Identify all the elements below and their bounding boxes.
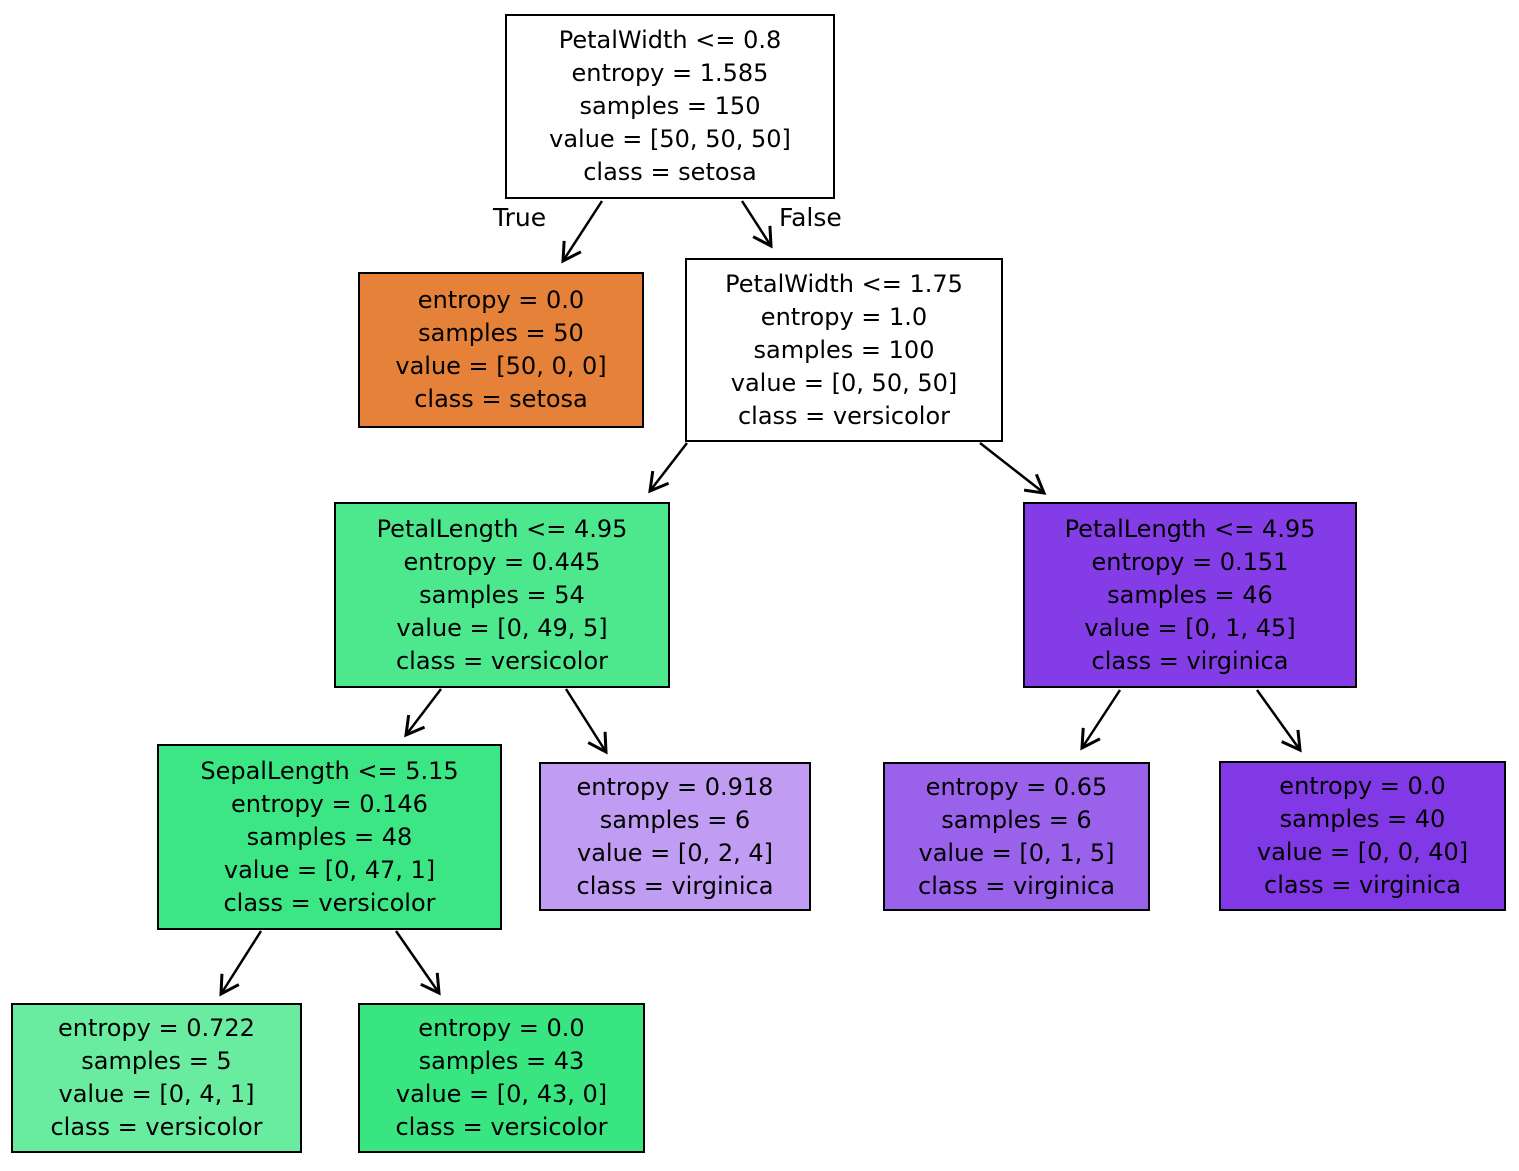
node-value: value = [0, 49, 5] xyxy=(396,613,608,642)
node-samples: samples = 48 xyxy=(246,822,413,851)
edge-versicolor-split-to-virginica-leaf-mixed xyxy=(564,688,608,755)
node-value: value = [0, 1, 5] xyxy=(918,838,1115,867)
node-samples: samples = 6 xyxy=(599,805,751,834)
node-value: value = [0, 0, 40] xyxy=(1256,838,1469,866)
edge-virginica-split-to-virginica-leaf-six xyxy=(1080,689,1122,751)
node-entropy: entropy = 1.0 xyxy=(760,302,928,331)
node-class: class = versicolor xyxy=(395,1113,608,1141)
node-entropy: entropy = 0.146 xyxy=(231,789,428,818)
edge-sepal-split-to-versicolor-leaf-pure xyxy=(394,930,441,996)
node-entropy: entropy = 0.65 xyxy=(925,772,1108,801)
node-class: class = versicolor xyxy=(395,646,609,675)
branch-label-true: True xyxy=(493,203,547,232)
tree-node-versicolor-split: PetalLength <= 4.95 entropy = 0.445 samp… xyxy=(334,502,670,688)
node-class: class = virginica xyxy=(576,871,774,900)
node-class: class = setosa xyxy=(414,385,588,413)
edge-sepal-split-to-versicolor-leaf-five xyxy=(219,930,263,997)
node-split-condition: PetalLength <= 4.95 xyxy=(1064,514,1316,543)
node-class: class = setosa xyxy=(583,158,757,186)
node-value: value = [50, 50, 50] xyxy=(549,125,791,153)
node-value: value = [0, 1, 45] xyxy=(1084,613,1296,642)
node-value: value = [0, 43, 0] xyxy=(395,1080,608,1108)
node-split-condition: PetalWidth <= 0.8 xyxy=(558,26,782,54)
edge-right-split-to-virginica-split xyxy=(979,442,1047,495)
node-samples: samples = 54 xyxy=(419,580,585,609)
node-class: class = versicolor xyxy=(50,1113,263,1141)
tree-node-sepal-split: SepalLength <= 5.15 entropy = 0.146 samp… xyxy=(157,744,502,930)
node-entropy: entropy = 0.0 xyxy=(1279,772,1446,800)
node-samples: samples = 43 xyxy=(418,1047,585,1075)
node-split-condition: SepalLength <= 5.15 xyxy=(200,756,459,785)
tree-node-virginica-split: PetalLength <= 4.95 entropy = 0.151 samp… xyxy=(1023,502,1357,688)
node-entropy: entropy = 0.722 xyxy=(58,1014,255,1042)
node-entropy: entropy = 1.585 xyxy=(571,59,769,87)
node-samples: samples = 6 xyxy=(941,805,1092,834)
node-value: value = [50, 0, 0] xyxy=(395,352,607,380)
node-entropy: entropy = 0.445 xyxy=(403,547,601,576)
tree-node-versicolor-leaf-pure: entropy = 0.0 samples = 43 value = [0, 4… xyxy=(358,1003,645,1153)
node-class: class = versicolor xyxy=(223,888,436,917)
tree-node-root: PetalWidth <= 0.8 entropy = 1.585 sample… xyxy=(505,14,835,199)
node-class: class = versicolor xyxy=(737,401,951,430)
node-entropy: entropy = 0.0 xyxy=(417,286,585,314)
node-split-condition: PetalWidth <= 1.75 xyxy=(725,269,963,298)
node-class: class = virginica xyxy=(1091,646,1289,675)
tree-node-virginica-leaf-six: entropy = 0.65 samples = 6 value = [0, 1… xyxy=(883,762,1150,911)
node-value: value = [0, 4, 1] xyxy=(58,1080,255,1108)
tree-node-virginica-leaf-mixed: entropy = 0.918 samples = 6 value = [0, … xyxy=(539,762,811,911)
edge-root-to-setosa-leaf xyxy=(561,200,604,264)
node-split-condition: PetalLength <= 4.95 xyxy=(376,514,628,543)
node-samples: samples = 46 xyxy=(1107,580,1273,609)
node-samples: samples = 150 xyxy=(579,92,761,120)
tree-node-setosa-leaf: entropy = 0.0 samples = 50 value = [50, … xyxy=(358,272,644,428)
edge-versicolor-split-to-sepal-split xyxy=(404,688,442,738)
node-samples: samples = 5 xyxy=(81,1047,232,1075)
node-samples: samples = 50 xyxy=(418,319,584,347)
node-entropy: entropy = 0.151 xyxy=(1091,547,1289,576)
node-entropy: entropy = 0.918 xyxy=(576,772,774,801)
node-value: value = [0, 2, 4] xyxy=(577,838,773,867)
tree-node-virginica-leaf-pure: entropy = 0.0 samples = 40 value = [0, 0… xyxy=(1219,761,1506,911)
branch-label-false: False xyxy=(779,203,842,232)
edge-virginica-split-to-virginica-leaf-pure xyxy=(1255,689,1302,753)
tree-node-right-split: PetalWidth <= 1.75 entropy = 1.0 samples… xyxy=(685,258,1003,442)
node-entropy: entropy = 0.0 xyxy=(418,1014,585,1042)
node-value: value = [0, 50, 50] xyxy=(730,368,958,397)
node-class: class = virginica xyxy=(1264,871,1461,899)
tree-node-versicolor-leaf-five: entropy = 0.722 samples = 5 value = [0, … xyxy=(11,1003,302,1153)
edge-root-to-right-split xyxy=(740,200,773,249)
node-value: value = [0, 47, 1] xyxy=(223,855,436,884)
node-class: class = virginica xyxy=(918,871,1115,900)
node-samples: samples = 40 xyxy=(1279,805,1446,833)
edge-right-split-to-versicolor-split xyxy=(648,442,688,494)
node-samples: samples = 100 xyxy=(753,335,935,364)
